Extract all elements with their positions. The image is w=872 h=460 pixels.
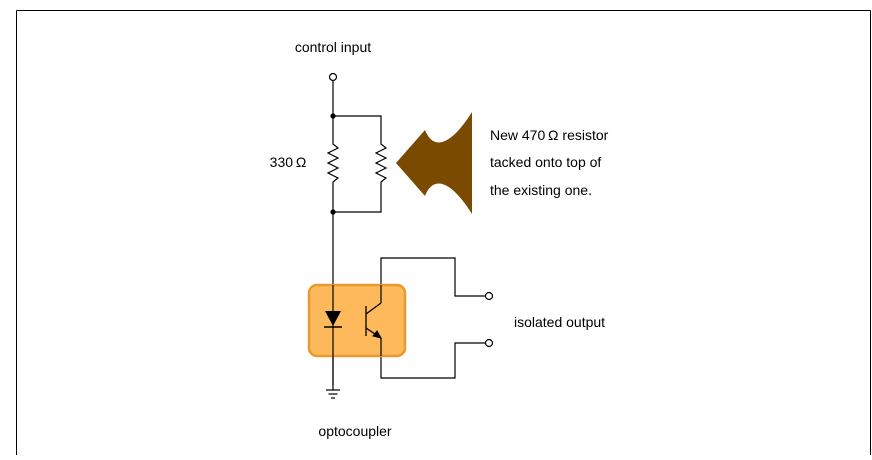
resistor-icon [326, 140, 340, 186]
annotation-line-2: tacked onto top of [490, 154, 601, 170]
resistor-value-label: 330 Ω [270, 154, 307, 170]
ground-icon [326, 356, 340, 399]
output-terminal-top [484, 291, 494, 301]
led-icon [324, 311, 342, 328]
isolated-output-label: isolated output [514, 314, 605, 330]
control-input-terminal [328, 72, 338, 82]
wire-collector-output [380, 257, 486, 297]
junction-top [330, 113, 336, 119]
wire-emitter-output [380, 342, 486, 379]
wire-top-parallel [333, 115, 382, 140]
pointer-arrow-icon [396, 112, 472, 214]
annotation-line-1: New 470 Ω resistor [490, 127, 609, 143]
frame [16, 10, 871, 455]
phototransistor-icon [365, 302, 383, 339]
control-input-label: control input [295, 39, 371, 55]
annotation-line-3: the existing one. [490, 182, 592, 198]
junction-bottom [330, 209, 336, 215]
annotation: New 470 Ω resistor tacked onto top of th… [490, 127, 609, 198]
wire-bottom-parallel [333, 186, 382, 213]
optocoupler-label: optocoupler [318, 423, 392, 439]
optocoupler-body [307, 283, 407, 358]
resistor-new-icon [374, 140, 388, 186]
output-terminal-bottom [484, 338, 494, 348]
